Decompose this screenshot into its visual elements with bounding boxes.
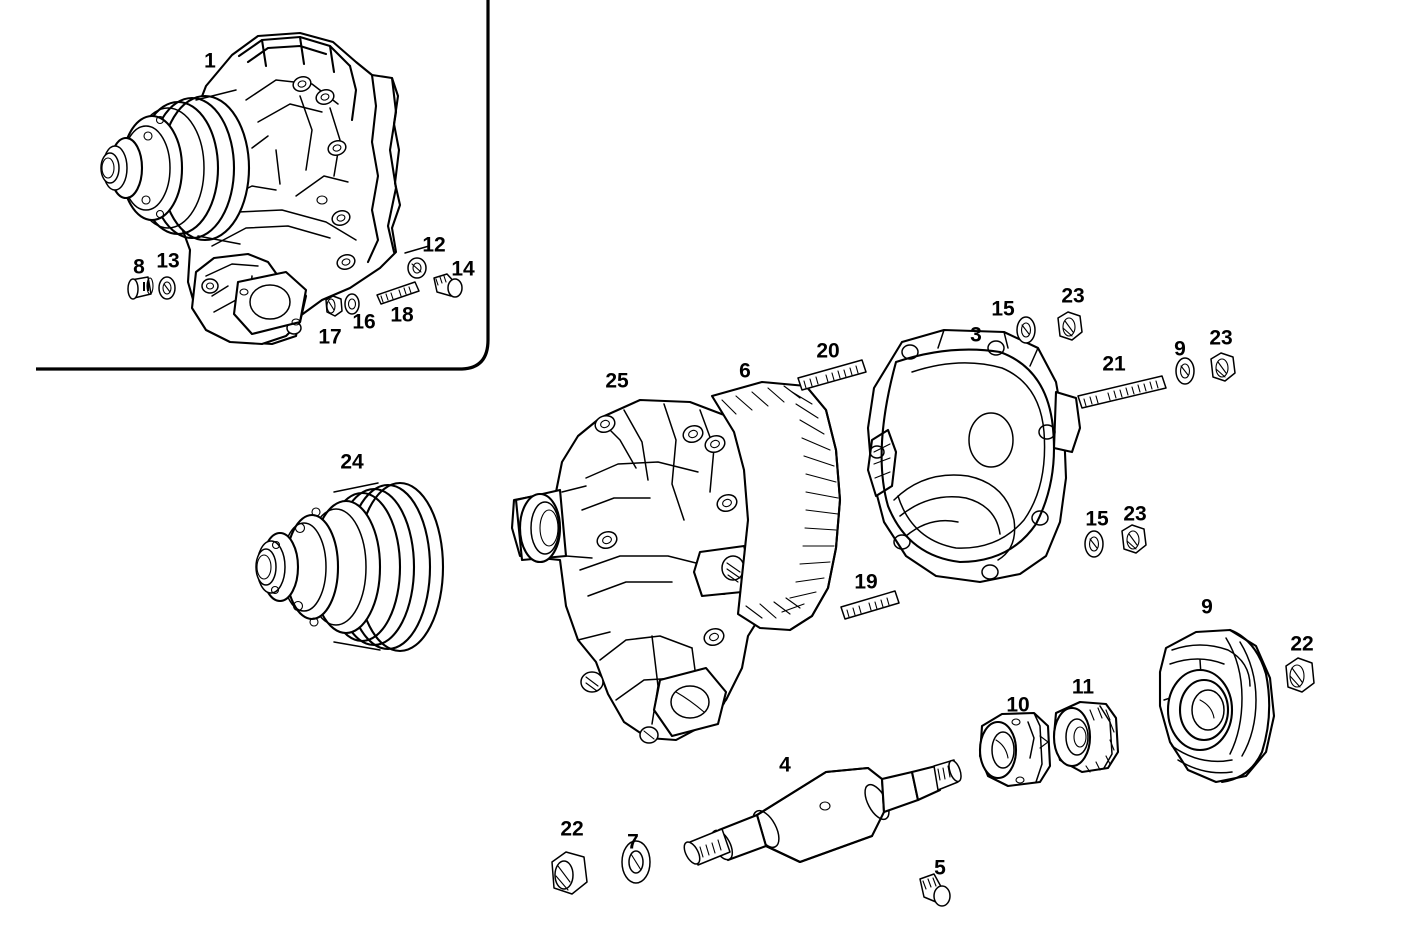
part-10-seal-housing <box>978 711 1052 788</box>
part-23-hex-nut-lower <box>1121 524 1147 554</box>
callout-1: 1 <box>204 50 216 73</box>
part-21-stud-long <box>1077 375 1167 409</box>
part-3-rear-cover-plate <box>866 328 1082 584</box>
callout-8: 8 <box>133 256 145 279</box>
callout-25: 25 <box>605 370 629 393</box>
part-20-stud <box>797 359 867 391</box>
callout-24: 24 <box>340 451 364 474</box>
callout-5: 5 <box>934 857 946 880</box>
part-18-stud <box>376 281 420 305</box>
callout-21: 21 <box>1102 353 1126 376</box>
callout-7: 7 <box>627 831 639 854</box>
callout-19: 19 <box>854 571 877 594</box>
part-9-washer-right <box>1175 357 1195 385</box>
callout-12: 12 <box>422 234 445 257</box>
callout-9-impeller: 9 <box>1201 596 1213 619</box>
part-9-impeller <box>1158 628 1276 784</box>
part-23-hex-nut-right <box>1210 352 1236 382</box>
callout-16: 16 <box>352 311 375 334</box>
part-1-assembled-pump <box>100 31 402 346</box>
part-24-pulley <box>255 481 445 653</box>
part-7-washer <box>621 840 651 884</box>
callout-9-washer: 9 <box>1174 338 1186 361</box>
callout-15-lower: 15 <box>1085 508 1109 531</box>
part-14-bolt <box>433 273 463 298</box>
callout-3: 3 <box>970 324 982 347</box>
callout-17: 17 <box>318 326 341 349</box>
inset-frame <box>36 0 490 371</box>
callout-labels: 1 8 13 12 14 17 16 18 24 25 6 20 3 15 23… <box>133 50 1314 880</box>
part-22-hex-nut-impeller <box>1285 657 1315 693</box>
callout-15-upper: 15 <box>991 298 1015 321</box>
part-6-gasket <box>710 380 842 632</box>
callout-18: 18 <box>390 304 414 327</box>
part-23-hex-nut-upper <box>1057 311 1083 341</box>
part-19-stud <box>840 590 900 620</box>
callout-23-upper: 23 <box>1061 285 1084 308</box>
part-15-washer-lower <box>1084 530 1104 558</box>
part-4-shaft-bearing <box>683 759 962 866</box>
callout-14: 14 <box>451 258 475 281</box>
callout-4: 4 <box>779 754 791 777</box>
part-22-hex-nut-shaft <box>551 851 588 895</box>
part-17-hex-nut <box>325 295 343 317</box>
part-8-plug <box>127 276 154 300</box>
callout-6: 6 <box>739 360 751 383</box>
callout-22-impeller: 22 <box>1290 633 1313 656</box>
part-13-sealing-washer <box>158 276 176 300</box>
part-15-washer-upper <box>1016 316 1036 344</box>
part-11-mechanical-seal <box>1052 700 1120 774</box>
part-12-lock-washer <box>404 245 430 279</box>
callout-10: 10 <box>1006 694 1029 717</box>
part-5-screw <box>919 873 951 907</box>
callout-23-lower: 23 <box>1123 503 1146 526</box>
part-25-pump-housing <box>510 398 784 744</box>
callout-23-right: 23 <box>1209 327 1232 350</box>
part-16-washer <box>344 293 360 315</box>
callout-11: 11 <box>1072 676 1095 699</box>
callout-13: 13 <box>156 250 179 273</box>
callout-20: 20 <box>816 340 839 363</box>
callout-22-shaft: 22 <box>560 818 583 841</box>
